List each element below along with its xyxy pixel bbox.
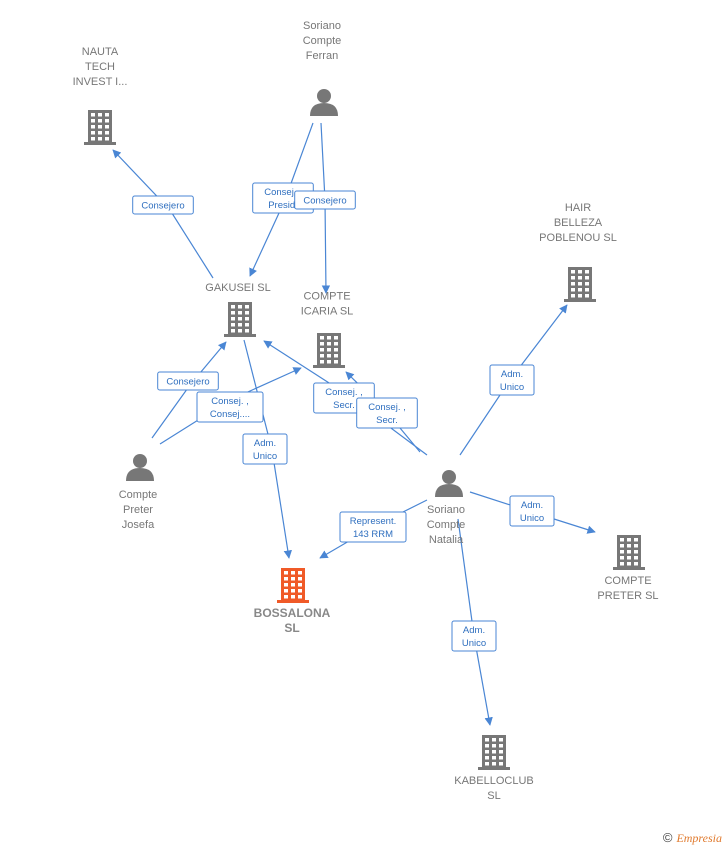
person-icon [310, 89, 338, 116]
edge-role-label[interactable]: Consej. , Consej.... [196, 391, 264, 423]
node-label-line: Compte [303, 35, 342, 47]
node-nauta[interactable]: NAUTA TECH INVEST I... [73, 46, 128, 145]
edge-label-box [196, 391, 264, 423]
edge-label-text: Represent. [350, 516, 396, 527]
node-label-line: GAKUSEI SL [205, 282, 270, 294]
edge-label-box [509, 495, 555, 527]
node-label-line: Compte [119, 489, 158, 501]
node-label-line: INVEST I... [73, 76, 128, 88]
edge-label-box [489, 364, 535, 396]
node-label-line: Compte [427, 519, 466, 531]
node-label-line: Natalia [429, 534, 464, 546]
edge-label-text: Adm. [521, 500, 543, 511]
edge-label-text: Unico [462, 638, 486, 649]
person-icon [126, 454, 154, 481]
edge-label-text: Consejero [303, 196, 346, 207]
node-label-line: TECH [85, 61, 115, 73]
edge-role-label[interactable]: Adm. Unico [451, 620, 497, 652]
edge-label-text: Adm. [254, 438, 276, 449]
edge-label-text: Secr. [376, 415, 398, 426]
edge-label-text: Consejero [166, 377, 209, 388]
building-icon [277, 568, 309, 603]
edge-role-label[interactable]: Adm. Unico [489, 364, 535, 396]
building-icon [224, 302, 256, 337]
edge-label-box [339, 511, 407, 543]
edge-role-label[interactable]: Consejero [157, 371, 219, 391]
copyright-symbol: © [662, 830, 673, 845]
node-label-line: COMPTE [303, 291, 350, 303]
edge-label-box [451, 620, 497, 652]
edge-label-text: Adm. [501, 369, 523, 380]
building-icon [613, 535, 645, 570]
node-label-line: COMPTE [604, 575, 651, 587]
node-label-line: Soriano [303, 20, 341, 32]
edge-label-text: Presid. [268, 200, 298, 211]
edge-label-text: Secr. [333, 400, 355, 411]
node-gakusei[interactable]: GAKUSEI SL [205, 282, 271, 337]
node-label-line: Soriano [427, 504, 465, 516]
node-label-line: Ferran [306, 50, 338, 62]
person-icon [435, 470, 463, 497]
edge-label-text: Consej. , [264, 187, 302, 198]
edge-role-label[interactable]: Adm. Unico [509, 495, 555, 527]
node-label-line: SL [487, 790, 500, 802]
edge-label-text: Consej. , [368, 402, 406, 413]
node-label-line: HAIR [565, 202, 591, 214]
edge-role-label[interactable]: Consejero [132, 195, 194, 215]
edge-label-text: Consej. , [211, 396, 249, 407]
node-label-line: SL [284, 621, 299, 635]
edge-label-text: Unico [253, 451, 277, 462]
edge-label-text: Consejero [141, 201, 184, 212]
edge-role-label[interactable]: Consejero [294, 190, 356, 210]
edge-label-box [356, 397, 418, 429]
edge-role-label[interactable]: Represent. 143 RRM [339, 511, 407, 543]
edge-role-label[interactable]: Adm. Unico [242, 433, 288, 465]
edge-label-text: Consej. , [325, 387, 363, 398]
edge-label-box [294, 190, 356, 210]
footer: ©Empresia [663, 830, 722, 846]
node-label-line: POBLENOU SL [539, 232, 617, 244]
node-label-line: BELLEZA [554, 217, 603, 229]
node-label-line: PRETER SL [597, 590, 658, 602]
node-compte-preter[interactable]: COMPTE PRETER SL [597, 535, 659, 602]
building-icon [313, 333, 345, 368]
node-kabelloclub[interactable]: KABELLOCLUB SL [454, 735, 534, 802]
edge-label-text: 143 RRM [353, 529, 393, 540]
node-label-line: NAUTA [82, 46, 119, 58]
edge-label-text: Consej.... [210, 409, 250, 420]
edge-label-box [242, 433, 288, 465]
node-label-line: KABELLOCLUB [454, 775, 533, 787]
building-icon [84, 110, 116, 145]
node-icaria[interactable]: COMPTE ICARIA SL [301, 291, 354, 369]
node-label-line: BOSSALONA [254, 606, 331, 620]
edge-label-text: Adm. [463, 625, 485, 636]
building-icon [478, 735, 510, 770]
edge-role-label[interactable]: Consej. , Secr. [356, 397, 418, 429]
edge-label-box [157, 371, 219, 391]
edge-label-text: Unico [520, 513, 544, 524]
node-hair[interactable]: HAIR BELLEZA POBLENOU SL [539, 202, 617, 302]
building-icon [564, 267, 596, 302]
edge-label-text: Unico [500, 382, 524, 393]
edge-label-box [132, 195, 194, 215]
brand-logo[interactable]: Empresia [676, 831, 722, 845]
node-label-line: ICARIA SL [301, 306, 354, 318]
node-label-line: Josefa [122, 519, 155, 531]
node-label-line: Preter [123, 504, 153, 516]
